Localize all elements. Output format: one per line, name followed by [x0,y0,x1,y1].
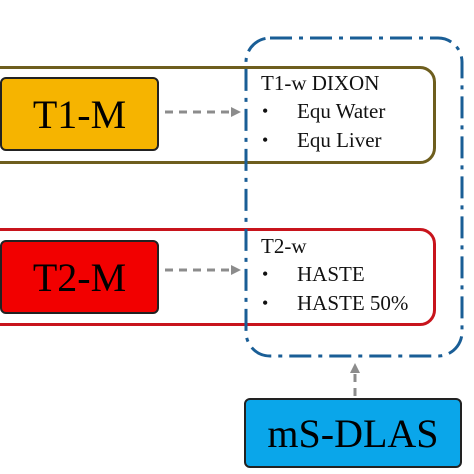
ms-dlas-label: mS-DLAS [267,410,439,456]
t1-m-label: T1-M [32,91,127,137]
ms-dlas-input-container [244,36,464,358]
t1-item-equ-liver: Equ Liver [297,128,382,152]
t1-item-equ-water: Equ Water [297,99,386,123]
bullet-icon: • [262,264,269,284]
bullet-icon: • [262,101,269,121]
ms-dlas-box: mS-DLAS [244,398,462,468]
t2-m-box: T2-M [0,240,159,314]
t1-group-title: T1-w DIXON [261,71,380,95]
t2-item-haste: HASTE [297,262,365,286]
t2-m-label: T2-M [32,254,127,300]
t1-m-box: T1-M [0,77,159,151]
t2-item-haste-50: HASTE 50% [297,291,409,315]
bullet-icon: • [262,130,269,150]
bullet-icon: • [262,293,269,313]
t2-group-title: T2-w [261,234,307,258]
